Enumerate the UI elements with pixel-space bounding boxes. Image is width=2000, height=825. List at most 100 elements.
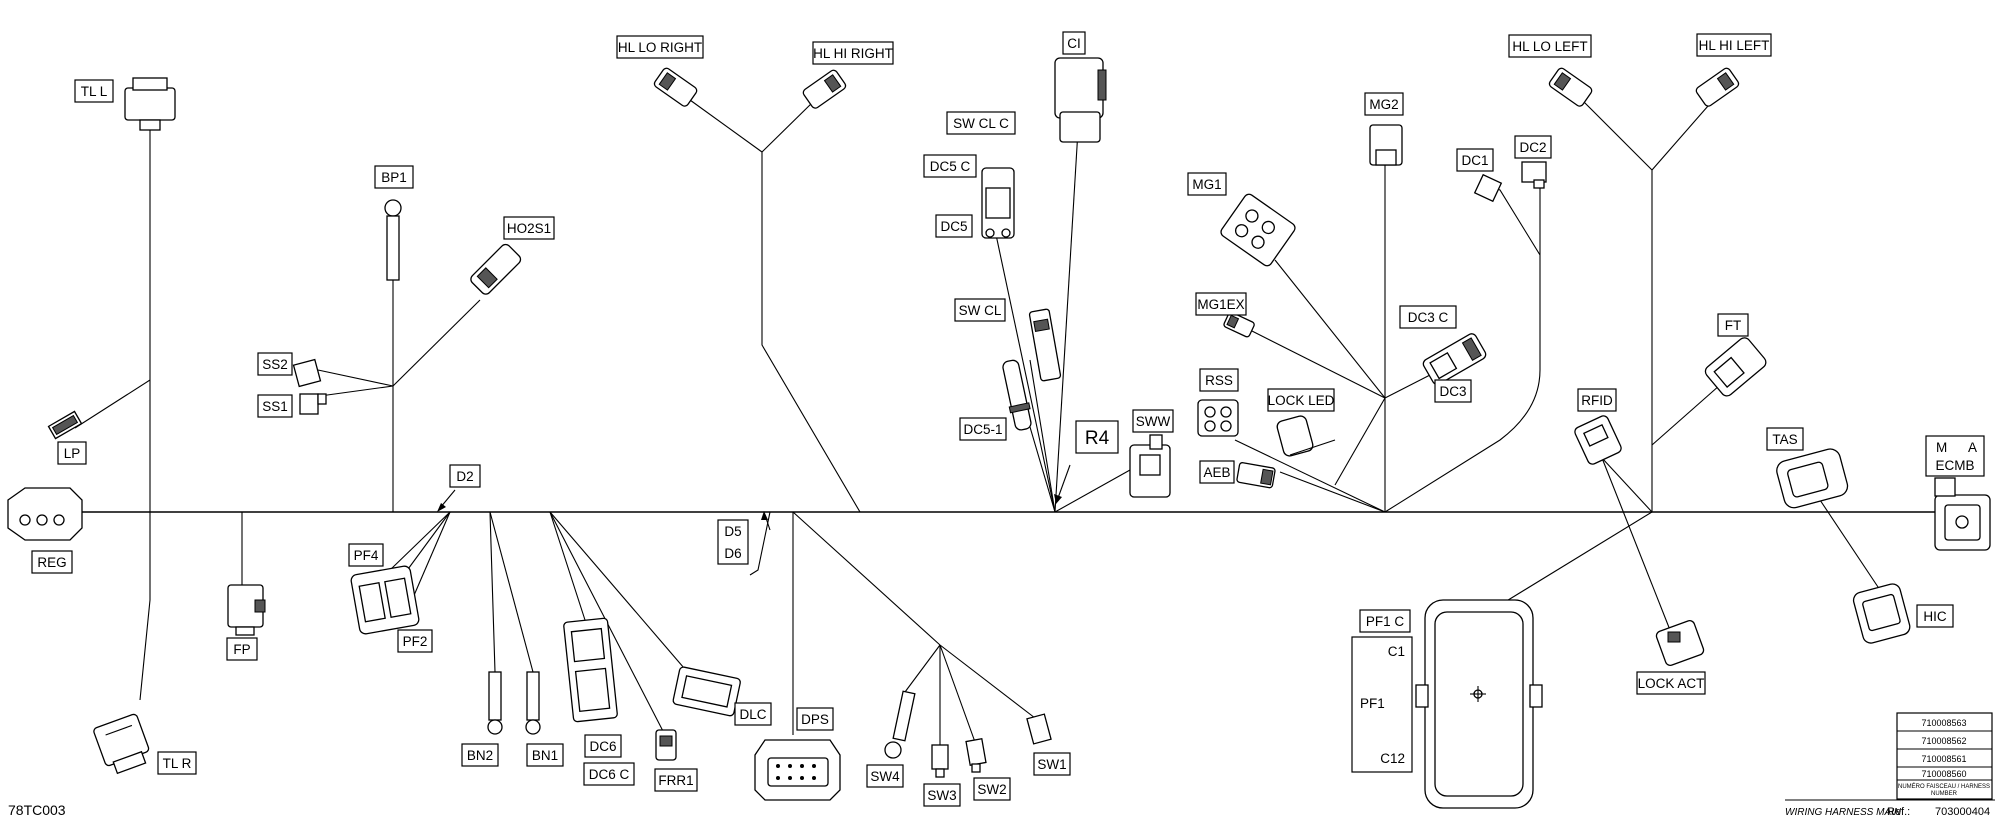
- label-hl-lo-left: HL LO LEFT: [1508, 34, 1592, 58]
- connector-dc5: [981, 167, 1015, 239]
- label-hl-lo-right: HL LO RIGHT: [616, 35, 704, 59]
- label-sw4: SW4: [866, 764, 904, 788]
- connector-hic: [1852, 583, 1911, 644]
- connector-sw3: [931, 744, 949, 778]
- label-r4: R4: [1075, 420, 1119, 454]
- wire-d5-d6: [749, 511, 771, 576]
- label-fp: FP: [226, 637, 258, 661]
- svg-text:C12: C12: [1380, 751, 1405, 766]
- connector-pf4: [350, 565, 420, 635]
- label-dc6-c: DC6 C: [583, 762, 635, 786]
- svg-text:TL L: TL L: [81, 84, 108, 99]
- wire-aeb: [1279, 471, 1386, 513]
- svg-text:SW CL C: SW CL C: [953, 116, 1009, 131]
- svg-text:C1: C1: [1388, 644, 1405, 659]
- wire-hl-lo-left: [1579, 97, 1653, 171]
- connector-hl-hi-right: [802, 69, 847, 109]
- connector-ci: [1054, 57, 1107, 143]
- connector-dc2: [1521, 161, 1547, 189]
- connector-sww: [1129, 434, 1171, 498]
- label-pf2: PF2: [397, 629, 433, 653]
- label-sw3: SW3: [923, 783, 961, 807]
- wire-hl-lo-right: [689, 99, 763, 153]
- wire-mg1: [1274, 259, 1386, 399]
- svg-text:DC6 C: DC6 C: [589, 767, 630, 782]
- wire-rss: [1234, 439, 1386, 513]
- label-tas: TAS: [1766, 427, 1804, 451]
- svg-text:DC1: DC1: [1461, 153, 1488, 168]
- svg-text:SW1: SW1: [1037, 757, 1066, 772]
- svg-text:FRR1: FRR1: [658, 773, 693, 788]
- connector-mg1: [1220, 193, 1296, 267]
- connector-hl-lo-left: [1548, 67, 1593, 107]
- wire-lock-led: [1334, 397, 1386, 486]
- connector-lp: [47, 410, 83, 440]
- connector-tl-l: [124, 77, 176, 131]
- label-sw-cl-c: SW CL C: [946, 111, 1016, 135]
- connector-lock-led: [1276, 415, 1336, 457]
- connector-dc3: [1422, 333, 1487, 386]
- svg-text:MG1EX: MG1EX: [1197, 297, 1244, 312]
- label-pf4: PF4: [348, 543, 384, 567]
- svg-text:D6: D6: [724, 546, 741, 561]
- wire-hl-hi-right: [761, 99, 816, 153]
- connector-frr1: [655, 729, 677, 761]
- wire-sww: [1054, 469, 1131, 513]
- svg-text:SW3: SW3: [927, 788, 956, 803]
- ref-value: 703000404: [1935, 806, 1990, 818]
- label-ft: FT: [1717, 313, 1749, 337]
- arrows: [437, 464, 1071, 531]
- svg-text:PF1: PF1: [1360, 696, 1385, 711]
- svg-text:DC2: DC2: [1519, 140, 1546, 155]
- label-hl-hi-right: HL HI RIGHT: [812, 41, 894, 65]
- connector-sw-cl: [1028, 308, 1062, 382]
- wire-pf4b: [389, 511, 451, 571]
- label-ci: CI: [1062, 31, 1086, 55]
- wire-bn2: [489, 511, 496, 673]
- wire-sw4: [904, 644, 941, 693]
- harness-title: WIRING HARNESS MAIN: [1785, 807, 1902, 818]
- wire-hl-hi-left: [1651, 97, 1716, 171]
- svg-text:PF2: PF2: [403, 634, 428, 649]
- connector-tas: [1776, 448, 1849, 509]
- connector-sw4: [884, 690, 916, 759]
- wire-bn1: [489, 511, 534, 673]
- wire-ss1: [319, 385, 394, 397]
- label-tl-l: TL L: [74, 79, 114, 103]
- connector-bn2: [487, 671, 503, 735]
- svg-text:SW CL: SW CL: [959, 303, 1002, 318]
- wires: [74, 97, 1935, 745]
- svg-text:FP: FP: [233, 642, 250, 657]
- labels: TL L TL R LP REG FP BP1 HO2S1 SS2 SS1 D2…: [31, 31, 1985, 807]
- svg-text:DPS: DPS: [801, 712, 829, 727]
- harness-number-4: 710008560: [1921, 769, 1966, 779]
- connector-rss: [1197, 399, 1239, 437]
- connector-dc6: [563, 617, 618, 723]
- svg-text:A: A: [1968, 440, 1977, 455]
- wire-mg1ex: [1249, 329, 1386, 399]
- label-aeb: AEB: [1199, 460, 1235, 484]
- svg-text:DC5 C: DC5 C: [930, 159, 971, 174]
- label-reg: REG: [31, 550, 73, 574]
- svg-text:TAS: TAS: [1772, 432, 1797, 447]
- svg-text:PF4: PF4: [354, 548, 379, 563]
- svg-text:BN1: BN1: [532, 748, 558, 763]
- svg-text:TL R: TL R: [163, 756, 192, 771]
- ref-label: Ref.:: [1887, 806, 1910, 818]
- svg-text:SW4: SW4: [870, 769, 900, 784]
- label-ho2s1: HO2S1: [503, 216, 555, 240]
- label-dc5: DC5: [935, 214, 973, 238]
- connector-bn1: [525, 671, 541, 735]
- connector-sw1: [1026, 713, 1052, 745]
- connectors: [7, 57, 1991, 809]
- label-lock-led: LOCK LED: [1267, 388, 1335, 412]
- svg-text:FT: FT: [1725, 318, 1742, 333]
- svg-text:REG: REG: [37, 555, 66, 570]
- drawing-id: 78TC003: [8, 802, 66, 818]
- connector-dlc: [672, 666, 741, 717]
- label-ss1: SS1: [257, 394, 293, 418]
- harness-number-caption-2: NUMBER: [1931, 791, 1958, 797]
- svg-text:HIC: HIC: [1923, 609, 1947, 624]
- label-lp: LP: [57, 441, 87, 465]
- svg-text:SW2: SW2: [977, 782, 1006, 797]
